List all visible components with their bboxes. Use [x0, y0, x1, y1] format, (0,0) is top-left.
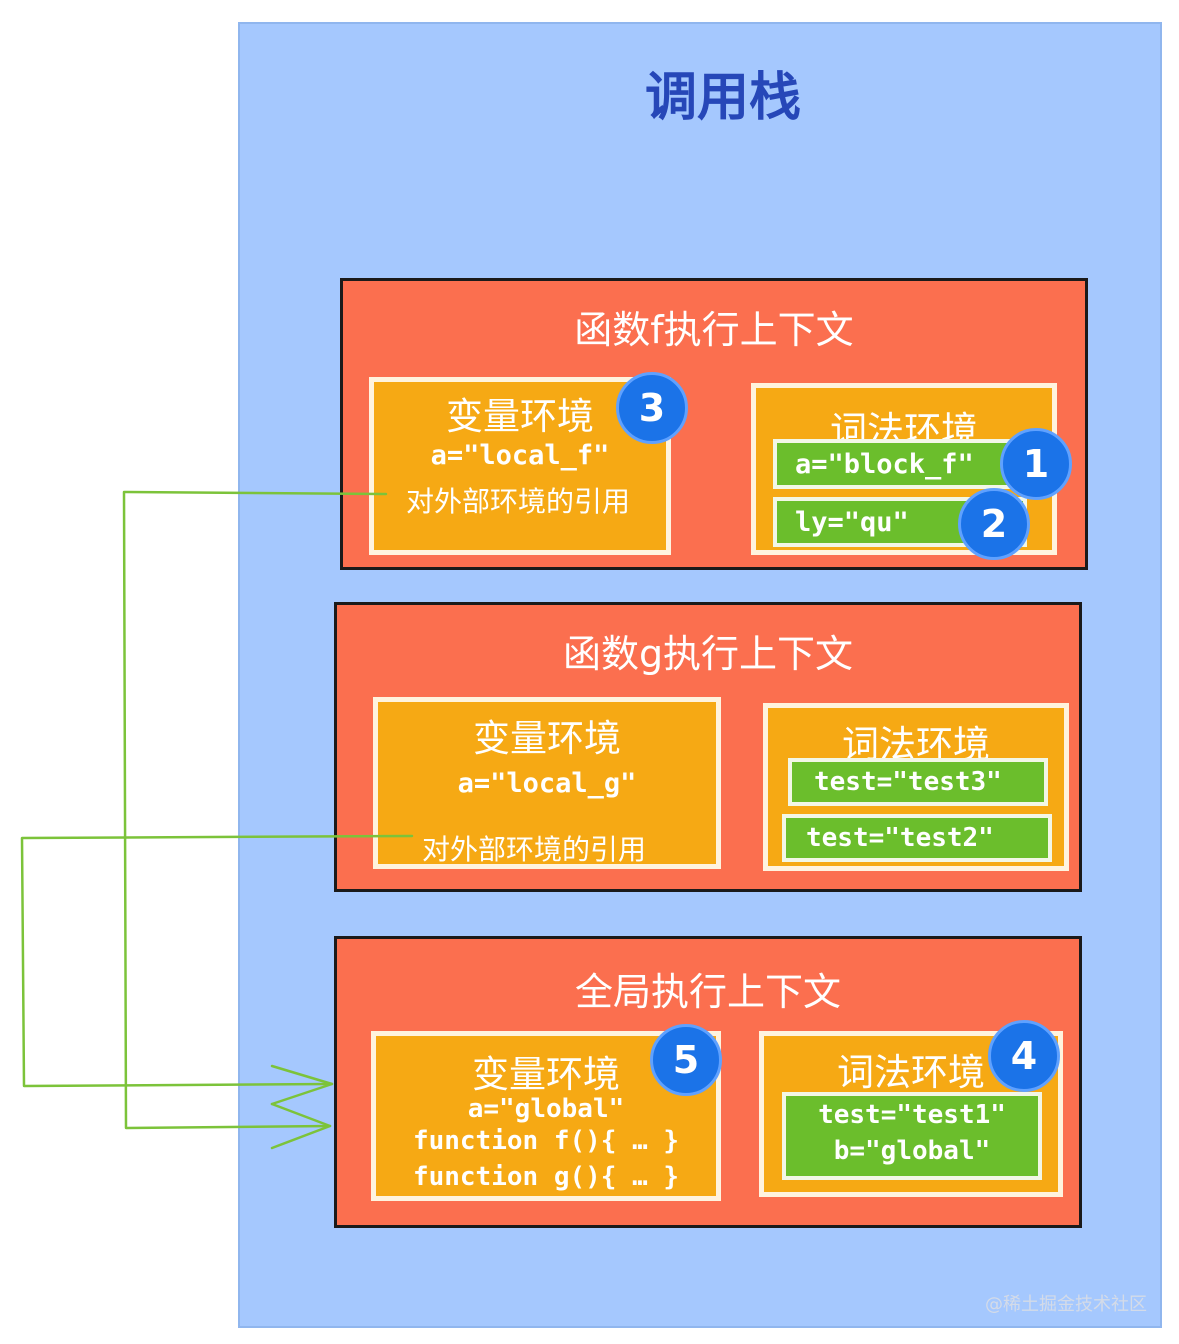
context-g-variable-env: 变量环境 a="local_g" 对外部环境的引用 [373, 697, 721, 869]
watermark: @稀土掘金技术社区 [985, 1294, 1147, 1315]
badge-5: 5 [650, 1024, 722, 1096]
variable-env-title: 变量环境 [446, 395, 594, 438]
function-declaration-g: function g(){ … } [412, 1162, 680, 1192]
context-g-lexical-env: 词法环境 test="test3" test="test2" [763, 703, 1069, 871]
block-scope-3: test="test3" [788, 758, 1048, 806]
lexical-env-title: 词法环境 [837, 1051, 985, 1094]
context-global-title: 全局执行上下文 [574, 970, 841, 1014]
outer-env-reference: 对外部环境的引用 [406, 485, 631, 518]
block-scope-5: test="test1" b="global" [782, 1092, 1042, 1180]
context-global: 全局执行上下文 变量环境 a="global" function f(){ … … [334, 936, 1082, 1228]
block-line: test="test1" [818, 1100, 1006, 1130]
variable-value: a="global" [467, 1094, 625, 1124]
variable-value: a="local_f" [430, 440, 610, 471]
arrow-g-to-global [20, 834, 414, 1088]
context-f-variable-env: 变量环境 a="local_f" 对外部环境的引用 [369, 377, 671, 555]
arrow-head-g [270, 1064, 334, 1106]
arrow-f-to-global [122, 490, 388, 1130]
block-line: b="global" [833, 1136, 991, 1166]
badge-1: 1 [1000, 428, 1072, 500]
variable-env-title: 变量环境 [473, 717, 621, 760]
context-g-title: 函数g执行上下文 [562, 632, 854, 676]
arrow-head-f [270, 1102, 332, 1150]
function-declaration-f: function f(){ … } [412, 1126, 680, 1156]
context-g: 函数g执行上下文 变量环境 a="local_g" 对外部环境的引用 词法环境 … [334, 602, 1082, 892]
badge-2: 2 [958, 488, 1030, 560]
badge-3: 3 [616, 372, 688, 444]
block-scope-4: test="test2" [782, 814, 1052, 862]
badge-4: 4 [988, 1020, 1060, 1092]
variable-value: a="local_g" [457, 768, 637, 799]
variable-env-title: 变量环境 [472, 1053, 620, 1096]
outer-env-reference: 对外部环境的引用 [422, 833, 647, 866]
context-f-title: 函数f执行上下文 [574, 308, 854, 352]
context-global-lexical-env: 词法环境 test="test1" b="global" [759, 1031, 1063, 1197]
call-stack-title: 调用栈 [644, 68, 801, 128]
